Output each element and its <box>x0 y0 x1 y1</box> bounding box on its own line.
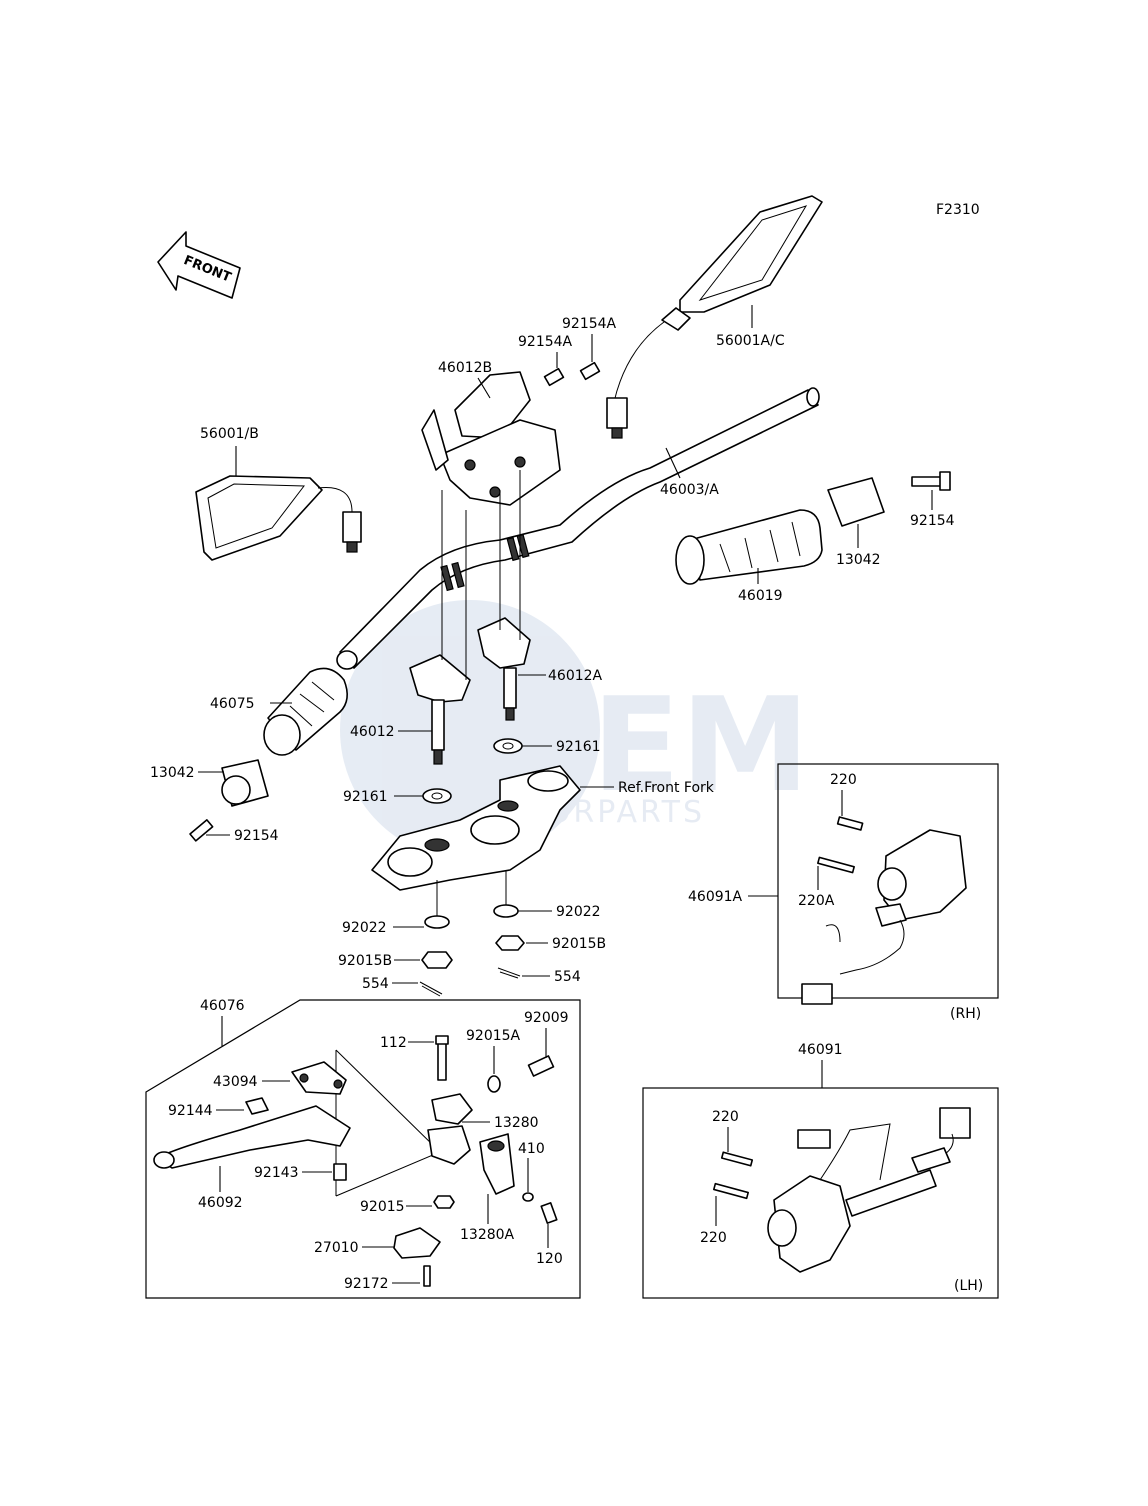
label-grip-l: 46075 <box>210 696 255 712</box>
lever-assembly-parts <box>153 1035 558 1287</box>
label-washer-bl: 92022 <box>342 920 387 936</box>
label-lever-assy: 46076 <box>200 998 245 1014</box>
label-switch-27010: 27010 <box>314 1240 359 1256</box>
label-lever: 46092 <box>198 1195 243 1211</box>
washer-bottom-right-icon <box>493 904 519 918</box>
label-clamp: 13280 <box>494 1115 539 1131</box>
leader <box>665 447 681 479</box>
lower-holder-right-icon <box>477 617 531 721</box>
label-mirror-right: 56001A/C <box>716 333 785 349</box>
nut-right-icon <box>495 935 525 951</box>
assembly-lines <box>441 470 521 680</box>
label-mirror-left: 56001/B <box>200 426 259 442</box>
lever-assembly-box <box>145 999 581 1299</box>
lever-bracket-icon <box>291 1061 347 1095</box>
bracket-icon <box>479 1133 515 1195</box>
switch-rh-box <box>777 763 999 999</box>
label-bolt-a2: 92154A <box>562 316 617 332</box>
nut-left-icon <box>421 951 453 969</box>
label-collar: 92143 <box>254 1165 299 1181</box>
bar-end-weight-left-icon <box>221 759 269 807</box>
label-sw-rh-220: 220 <box>830 772 857 788</box>
bolt-112-icon <box>437 1039 447 1081</box>
label-holder-l: 46012 <box>350 724 395 740</box>
label-bolt-a1: 92154A <box>518 334 573 350</box>
spring-icon <box>245 1097 269 1115</box>
stop-switch-icon <box>393 1227 441 1259</box>
label-screw-92172: 92172 <box>344 1276 389 1292</box>
label-bracket: 13280A <box>460 1227 515 1243</box>
clamp-icon <box>431 1093 473 1125</box>
bolt-icon <box>543 361 601 387</box>
label-weight-r: 13042 <box>836 552 881 568</box>
nut-icon <box>433 1195 455 1209</box>
mirror-right-icon <box>606 195 823 439</box>
grip-right-icon <box>675 509 823 585</box>
front-arrow-icon: FRONT <box>157 231 241 299</box>
cotter-pin-right-icon <box>497 967 521 979</box>
bar-end-bolt-right-icon <box>911 471 951 491</box>
label-washer-l: 92161 <box>343 789 388 805</box>
switch-rh-icon <box>801 816 967 1005</box>
label-43094: 43094 <box>213 1074 258 1090</box>
label-bolt-92009: 92009 <box>524 1010 569 1026</box>
label-nut-92015: 92015 <box>360 1199 405 1215</box>
label-spring: 92144 <box>168 1103 213 1119</box>
mirror-left-icon <box>195 475 362 561</box>
screw-icon <box>423 1265 431 1287</box>
label-lh: (LH) <box>954 1278 983 1294</box>
label-410: 410 <box>518 1141 545 1157</box>
label-grip-r: 46019 <box>738 588 783 604</box>
label-bolt-r: 92154 <box>910 513 955 529</box>
label-nut-l: 92015B <box>338 953 392 969</box>
grip-left-icon <box>263 667 348 756</box>
label-washer-r: 92161 <box>556 739 601 755</box>
bolt-92009-icon <box>527 1055 555 1077</box>
label-rh: (RH) <box>950 1006 981 1022</box>
leader <box>477 377 491 399</box>
label-pin-l: 554 <box>362 976 389 992</box>
label-screw-120: 120 <box>536 1251 563 1267</box>
upper-holder-icon <box>421 371 561 506</box>
washer-bottom-left-icon <box>424 915 450 929</box>
label-washer-br: 92022 <box>556 904 601 920</box>
cotter-pin-left-icon <box>419 981 443 997</box>
watermark: GEM MOTORPARTS <box>340 600 810 860</box>
screw-icon <box>540 1202 558 1224</box>
label-bolt-l: 92154 <box>234 828 279 844</box>
label-bolt-112: 112 <box>380 1035 407 1051</box>
washer-icon <box>487 1075 501 1093</box>
bar-end-bolt-left-icon <box>189 819 214 842</box>
washer-right-icon <box>493 738 523 754</box>
label-weight-l: 13042 <box>150 765 195 781</box>
bar-end-weight-right-icon <box>827 477 885 527</box>
label-sw-lh-220a: 220 <box>712 1109 739 1125</box>
label-holder-upper: 46012B <box>438 360 492 376</box>
switch-lh-icon <box>713 1107 971 1273</box>
label-pin-r: 554 <box>554 969 581 985</box>
washer-left-icon <box>422 788 452 804</box>
handlebar-icon <box>336 387 820 670</box>
label-nut-r: 92015B <box>552 936 606 952</box>
lower-holder-left-icon <box>409 654 471 765</box>
label-handlebar: 46003/A <box>660 482 719 498</box>
label-washer-92015a: 92015A <box>466 1028 521 1044</box>
label-sw-rh-220a: 220A <box>798 893 835 909</box>
upper-triple-clamp-icon <box>371 765 581 891</box>
switch-lh-box <box>642 1087 999 1299</box>
label-sw-lh-assy: 46091 <box>798 1042 843 1058</box>
label-sw-lh-220b: 220 <box>700 1230 727 1246</box>
label-ref-fork: Ref.Front Fork <box>618 780 715 796</box>
collar-icon <box>333 1163 347 1181</box>
label-sw-rh-assy: 46091A <box>688 889 743 905</box>
figure-code: F2310 <box>936 202 980 218</box>
label-holder-r: 46012A <box>548 668 603 684</box>
